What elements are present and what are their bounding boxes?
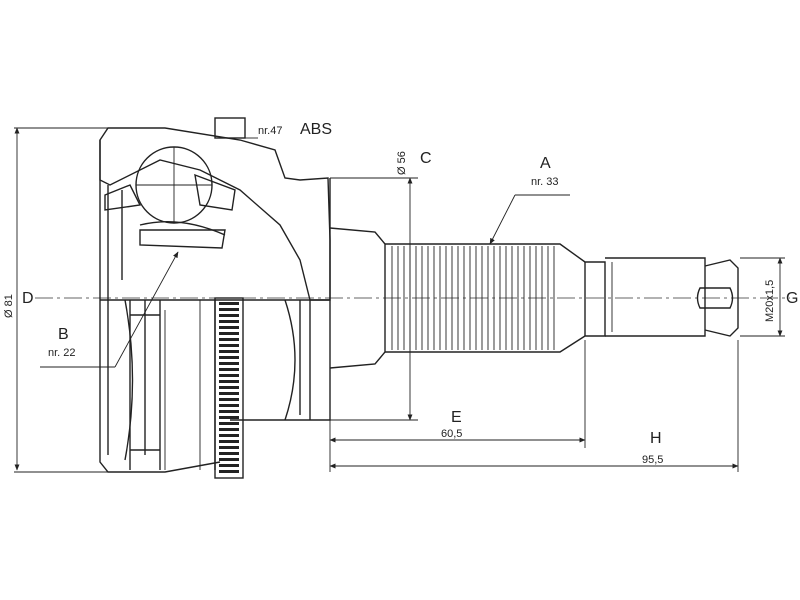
label-h: H: [650, 430, 662, 447]
abs-tooth: [219, 464, 239, 467]
label-b: B: [58, 326, 69, 343]
abs-tooth: [219, 404, 239, 407]
abs-tooth: [219, 326, 239, 329]
ball-cage-assembly: [104, 146, 236, 249]
abs-tooth: [219, 320, 239, 323]
abs-tooth: [219, 356, 239, 359]
label-c: C: [420, 150, 432, 167]
abs-tooth: [219, 398, 239, 401]
abs-tooth: [219, 362, 239, 365]
abs-tooth: [219, 428, 239, 431]
label-d-value: Ø 81: [3, 294, 15, 318]
abs-tooth: [219, 374, 239, 377]
abs-tooth: [219, 410, 239, 413]
label-g-value: M20x1,5: [764, 280, 776, 322]
label-a-sub: nr. 33: [531, 176, 559, 188]
label-b-sub: nr. 22: [48, 347, 76, 359]
label-h-value: 95,5: [642, 454, 663, 466]
label-g: G: [786, 290, 798, 307]
abs-tooth: [219, 314, 239, 317]
abs-tooth: [219, 350, 239, 353]
abs-tooth: [219, 416, 239, 419]
abs-tab: [214, 117, 246, 139]
label-abs-sub: nr.47: [258, 125, 282, 137]
label-e-value: 60,5: [441, 428, 462, 440]
abs-tooth: [219, 458, 239, 461]
abs-tooth: [219, 338, 239, 341]
abs-tooth: [219, 302, 239, 305]
abs-tooth: [219, 344, 239, 347]
label-a: A: [540, 155, 551, 172]
abs-tooth: [219, 332, 239, 335]
abs-tooth: [219, 386, 239, 389]
label-abs: ABS: [300, 121, 332, 138]
abs-tone-ring: [214, 297, 244, 479]
abs-tooth: [219, 470, 239, 473]
abs-tooth: [219, 422, 239, 425]
abs-tooth: [219, 452, 239, 455]
leader-a: [489, 194, 516, 245]
abs-tooth: [219, 380, 239, 383]
abs-tooth: [219, 446, 239, 449]
label-c-value: Ø 56: [396, 151, 408, 175]
abs-tooth: [219, 434, 239, 437]
abs-tooth: [219, 308, 239, 311]
label-d: D: [22, 290, 34, 307]
abs-tooth: [219, 392, 239, 395]
abs-tooth: [219, 368, 239, 371]
abs-tooth: [219, 440, 239, 443]
stub-shaft: [329, 227, 739, 369]
label-e: E: [451, 409, 462, 426]
